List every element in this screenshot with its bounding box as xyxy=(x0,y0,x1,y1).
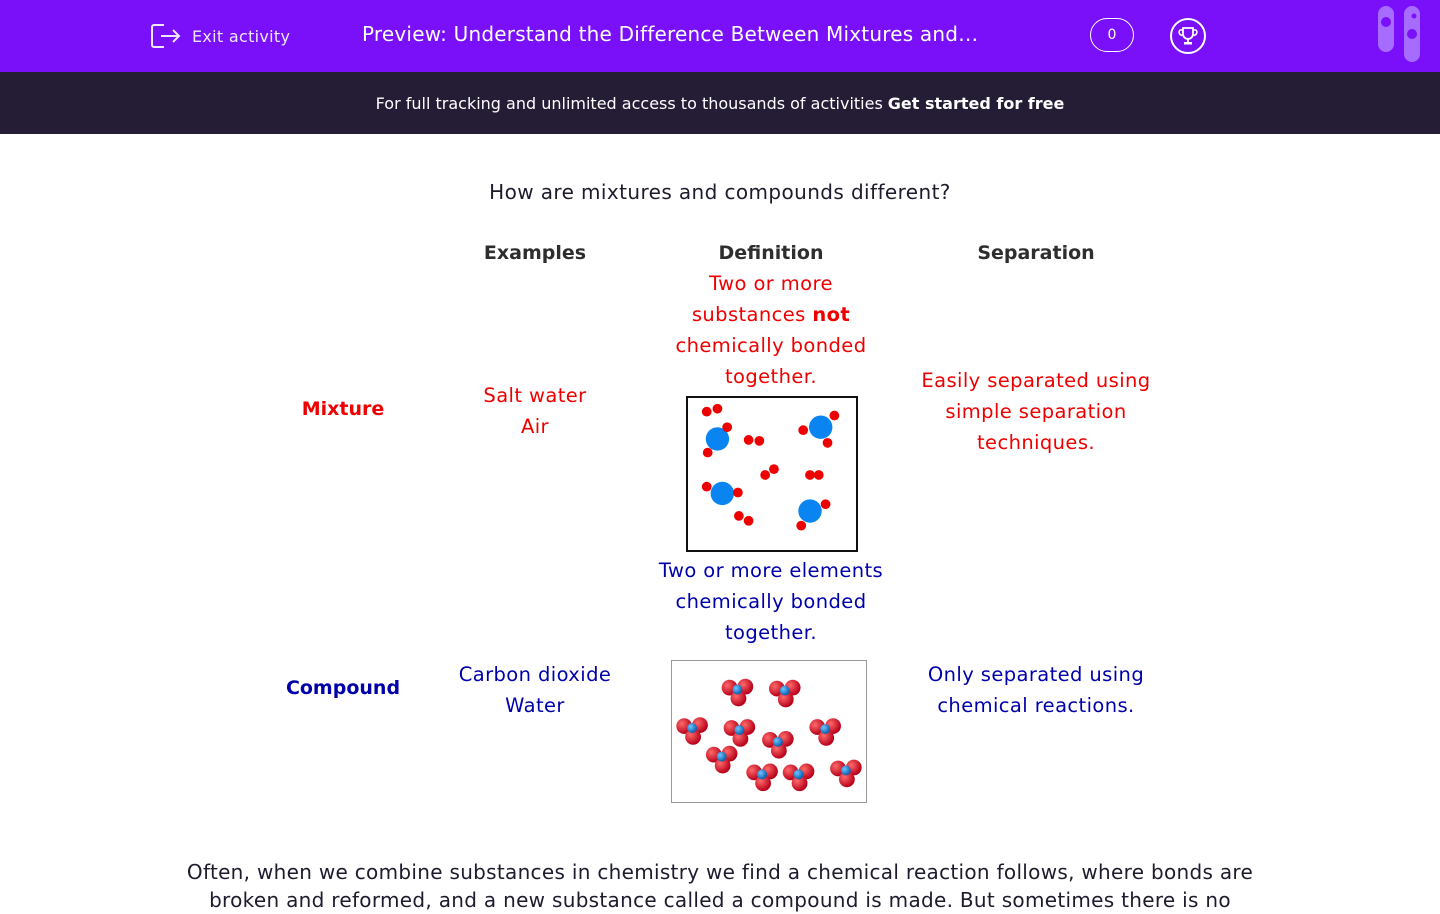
mixture-examples: Salt water Air xyxy=(435,380,635,442)
mixture-definition-text: chemically bonded together. xyxy=(675,334,867,388)
trophy-icon xyxy=(1178,27,1198,45)
compound-examples: Carbon dioxide Water xyxy=(435,659,635,721)
get-started-link[interactable]: Get started for free xyxy=(887,93,1065,113)
promo-banner: For full tracking and unlimited access t… xyxy=(0,72,1440,134)
header-examples: Examples xyxy=(483,242,587,264)
compound-label: Compound xyxy=(285,677,401,699)
score-badge: 0 xyxy=(1090,18,1134,52)
promo-text: For full tracking and unlimited access t… xyxy=(375,93,883,113)
mixture-definition: Two or more substances not chemically bo… xyxy=(656,268,886,392)
explanation-paragraph: Often, when we combine substances in che… xyxy=(186,860,1254,912)
mixture-definition-text: Two or more substances xyxy=(691,272,833,326)
compound-definition: Two or more elements chemically bonded t… xyxy=(658,559,884,644)
trophy-button[interactable] xyxy=(1170,18,1206,54)
mixture-example: Air xyxy=(521,415,549,438)
exit-icon xyxy=(151,24,181,48)
activity-title: Preview: Understand the Difference Betwe… xyxy=(362,22,979,46)
mixture-example: Salt water xyxy=(483,384,587,407)
mixture-particles-diagram xyxy=(686,396,858,552)
compound-separation: Only separated using chemical reactions. xyxy=(927,663,1145,717)
top-bar: Exit activity Preview: Understand the Di… xyxy=(0,0,1440,72)
test-tubes-logo xyxy=(1378,6,1420,62)
compound-molecules-diagram xyxy=(671,660,867,803)
question-text: How are mixtures and compounds different… xyxy=(489,180,951,204)
mixture-separation: Easily separated using simple separation… xyxy=(921,369,1151,454)
mixture-definition-emphasis: not xyxy=(812,303,851,326)
exit-activity-label: Exit activity xyxy=(192,26,291,46)
compound-example: Carbon dioxide xyxy=(458,663,612,686)
mixture-label: Mixture xyxy=(301,398,385,420)
compound-example: Water xyxy=(505,694,565,717)
header-separation: Separation xyxy=(977,242,1095,264)
exit-activity-button[interactable]: Exit activity xyxy=(150,22,290,50)
header-definition: Definition xyxy=(718,242,824,264)
